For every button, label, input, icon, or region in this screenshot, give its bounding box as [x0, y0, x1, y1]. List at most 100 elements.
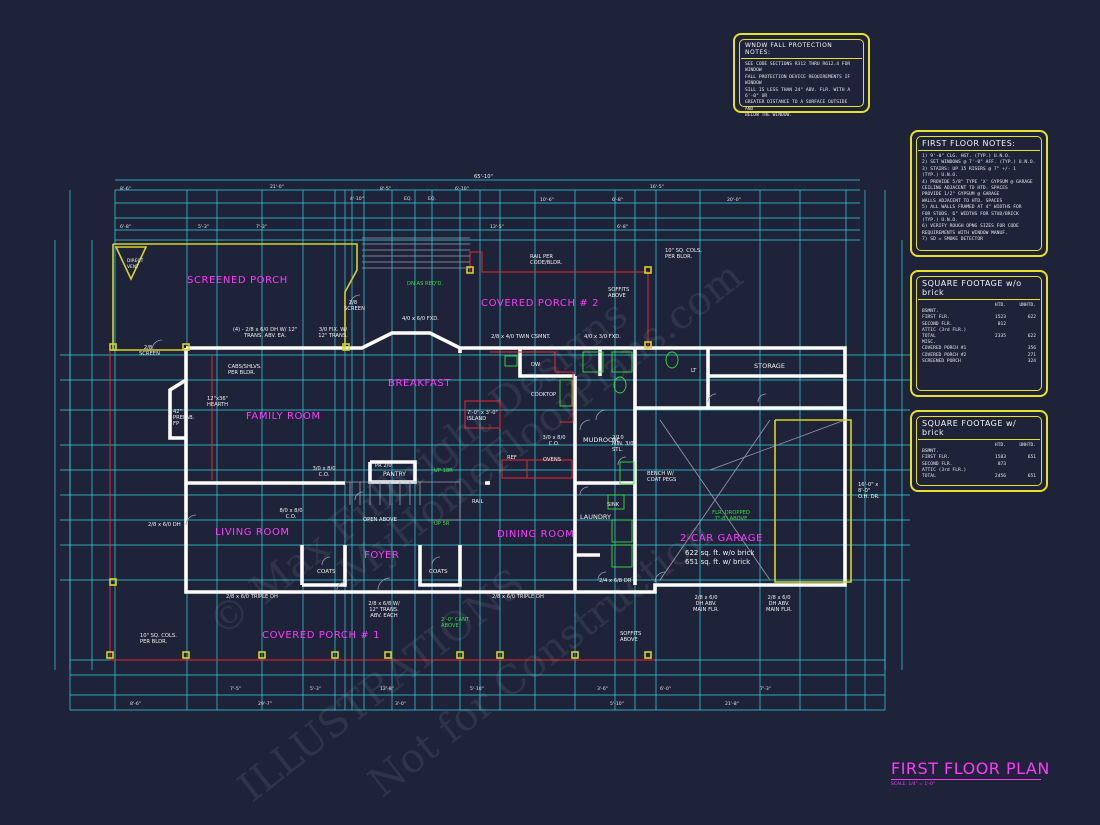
room-living-room: LIVING ROOM — [215, 527, 290, 538]
dryer-outline — [611, 544, 633, 568]
closet-1-label: 3/0 x 8/0 C.O. — [312, 466, 336, 478]
floor-plan-walls — [168, 331, 847, 594]
cabinets-label: CABS/SHLVS. PER BLDR. — [228, 364, 262, 376]
sqft-htd: 2456 — [994, 474, 1006, 480]
sqft-no-brick-heading: SQUARE FOOTAGE w/o brick — [918, 277, 1040, 300]
stair-up-5r-label: UP 5R — [434, 521, 450, 527]
note-line: FALL PROTECTION DEVICE REQUIREMENTS IF W… — [745, 74, 851, 87]
sqft-label: SECOND FLR. — [922, 461, 953, 467]
oven-cabinet — [526, 459, 573, 479]
sheet-title: FIRST FLOOR PLAN — [891, 759, 1050, 778]
scale-label: SCALE: 1/4" = 1'-0" — [891, 782, 935, 788]
dim-text-10: 6'-8" — [120, 224, 131, 230]
tub-outline — [582, 351, 604, 373]
exterior-wall-left — [184, 348, 575, 594]
soffits-label-1: SOFFITS ABOVE — [608, 287, 630, 299]
window-kitchen-label: 2/8 x 4/0 TWIN CSMNT. — [491, 334, 551, 340]
note-line: 5) ALL WALLS FRAMED AT 4" WIDTHS FOR — [922, 205, 1022, 211]
note-line: SEE CODE SECTIONS R312 THRU R612.4 FOR W… — [745, 62, 851, 74]
closet-3-label: 3/0 x 8/0 C.O. — [542, 435, 566, 447]
window-trans-label: 3/0 FIX. W/ 12" TRANS. — [318, 327, 348, 339]
door-swing-6 — [757, 393, 767, 403]
note-line: (TYP.) U.N.O. — [922, 173, 958, 179]
col-htd: HTD. — [994, 303, 1006, 308]
note-line: FOR STUDS. 6" WIDTHS FOR STUD/BRICK — [922, 211, 1019, 217]
cant-above-label: 2'-0" CANT. ABOVE — [441, 617, 471, 629]
garage-door-track — [774, 419, 852, 583]
shower-outline — [611, 351, 633, 373]
column-10 — [571, 651, 579, 659]
dim-text-23: 5'-3" — [310, 686, 321, 692]
room-screened-porch: SCREENED PORCH — [187, 275, 288, 286]
column-7 — [384, 651, 392, 659]
dim-text-9: 16'-5" — [650, 184, 664, 190]
stair-outline — [345, 481, 461, 521]
sqft-unhtd: 651 — [1027, 455, 1036, 461]
pantry-door-label: PR 2/0 — [375, 463, 392, 469]
column-12 — [342, 343, 350, 351]
note-line: 3) STAIRS: UP 15 RISERS @ 7" +/- 1 — [922, 166, 1017, 172]
linen-label: LT — [691, 368, 697, 374]
sqft-htd: 873 — [997, 461, 1006, 467]
cooktop-outline — [559, 379, 573, 407]
title-underline — [891, 779, 1041, 780]
note-line: SILL IS LESS THAN 24" ABV. FLR. WITH A 6… — [745, 87, 851, 100]
dw-label: DW — [531, 362, 541, 368]
column-13 — [466, 266, 474, 274]
window-family-label: (4) - 2/8 x 6/0 DH W/ 12" TRANS. ABV. EA… — [232, 327, 298, 339]
dim-text-24: 12'-8" — [380, 686, 394, 692]
sqft-unhtd: 622 — [1027, 315, 1036, 321]
note-line: 4) PROVIDE 5/8" TYPE 'X' GYPSUM @ GARAGE — [922, 179, 1033, 185]
covered-porch-1-outline — [109, 348, 655, 661]
columns-label-top: 10" SQ. COLS. PER BLDR. — [665, 248, 702, 260]
door-swing-7 — [377, 577, 391, 591]
dimension-text: 8'-6"21'-0"4'-10"EQ.EQ.6'-10"10'-6"6'-8"… — [120, 184, 771, 707]
screened-porch-top — [113, 243, 358, 350]
cooktop-label: COOKTOP — [531, 392, 557, 398]
sqft-label: SCREENED PORCH — [922, 358, 961, 364]
fireplace-box — [168, 378, 187, 440]
sqft-label: ATTIC (3rd FLR.) — [922, 467, 967, 473]
room-foyer: FOYER — [364, 550, 400, 561]
door-swing-8 — [336, 581, 346, 591]
sqft-unhtd: 324 — [1027, 358, 1036, 364]
window-fall-protection-notes: WNDW FALL PROTECTION NOTES: SEE CODE SEC… — [733, 33, 870, 118]
room-garage: 2-CAR GARAGE — [680, 533, 763, 544]
dim-text-18: 3'-0" — [395, 701, 406, 707]
bench-label: BENCH W/ COAT PEGS — [647, 471, 677, 483]
column-4 — [182, 651, 190, 659]
sqft-htd: 1523 — [994, 315, 1006, 321]
door-swing-10 — [431, 556, 441, 566]
screen-door-1-label: 2/8 SCREEN — [139, 345, 160, 357]
room-pantry: PANTRY — [383, 471, 406, 478]
fireplace-label: 42" PREFAB. FP — [173, 409, 195, 427]
sqft-htd: 2335 — [994, 334, 1006, 340]
dim-text-6: 10'-6" — [540, 197, 554, 203]
door-swing-1 — [349, 294, 361, 306]
column-9 — [496, 651, 504, 659]
first-floor-notes-heading: FIRST FLOOR NOTES: — [918, 137, 1040, 151]
sqft-label: COVERED PORCH #1 — [922, 346, 967, 352]
sqft-row: ATTIC (3rd FLR.) — [912, 468, 1046, 474]
window-fall-heading: WNDW FALL PROTECTION NOTES: — [741, 40, 862, 59]
room-family-room: FAMILY ROOM — [246, 411, 321, 422]
dim-text-17: 29'-7" — [258, 701, 272, 707]
room-storage: STORAGE — [754, 362, 785, 370]
flr-dropped-label: FLR. DROPPED 7"-8" ABOVE — [712, 510, 750, 522]
dim-text-13: 13'-5" — [490, 224, 504, 230]
sqft-with-brick-table: SQUARE FOOTAGE w/ brick HTD.UNHTD. BSMNT… — [910, 410, 1048, 492]
window-garage-left-label: 2/8 x 6/0 DH ABV. MAIN FLR. — [692, 595, 720, 613]
wall-coats-left-2 — [302, 545, 347, 587]
sqft-without-brick-table: SQUARE FOOTAGE w/o brick HTD.UNHTD. BSMN… — [910, 270, 1048, 397]
dim-text-21: 21'-8" — [725, 701, 739, 707]
stair-up-label: UP 18R — [434, 468, 453, 474]
dim-text-7: 6'-8" — [612, 197, 623, 203]
dim-text-3: EQ. — [404, 196, 412, 202]
dim-text-19: 5'-10" — [470, 686, 484, 692]
room-laundry: LAUNDRY — [580, 513, 611, 521]
door-swing-14 — [354, 491, 364, 501]
screen-door-2-label: 2/8 SCREEN — [344, 300, 365, 312]
